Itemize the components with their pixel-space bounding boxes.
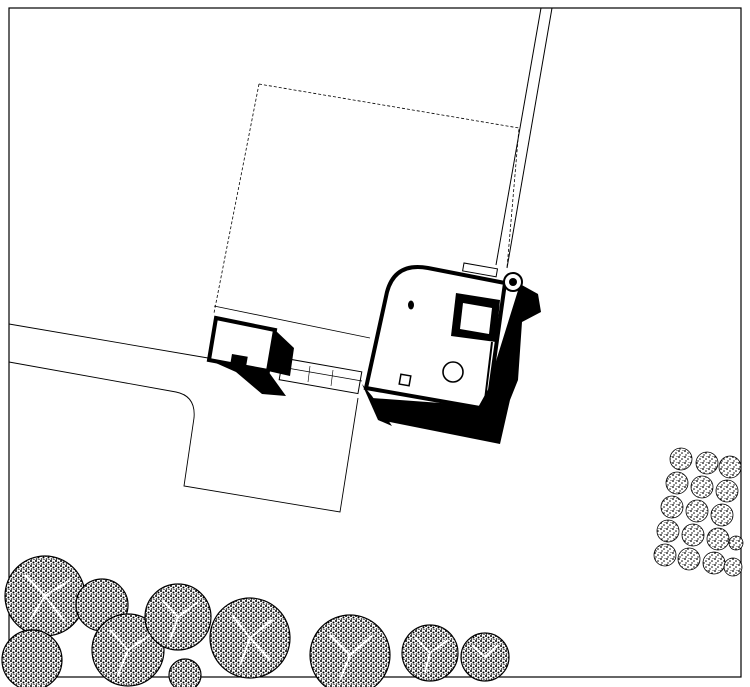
- balcony: [462, 262, 499, 278]
- main-house: [363, 262, 523, 411]
- round-column: [442, 361, 464, 383]
- house-shadow: [372, 284, 541, 444]
- sink: [408, 300, 414, 310]
- tree: [168, 658, 202, 687]
- driveway: [495, 7, 553, 269]
- terrace-line: [213, 305, 371, 339]
- annex-building: [206, 315, 294, 396]
- tree-row-bottom: [1, 555, 510, 687]
- tree: [1, 629, 63, 687]
- tree-grove-right: [653, 447, 744, 577]
- lawn-boundary-left: [213, 83, 260, 314]
- lawn-boundary: [258, 83, 520, 269]
- road: [8, 323, 359, 513]
- tree: [309, 614, 391, 687]
- fireplace: [398, 373, 412, 387]
- house-shadow-low: [362, 384, 392, 426]
